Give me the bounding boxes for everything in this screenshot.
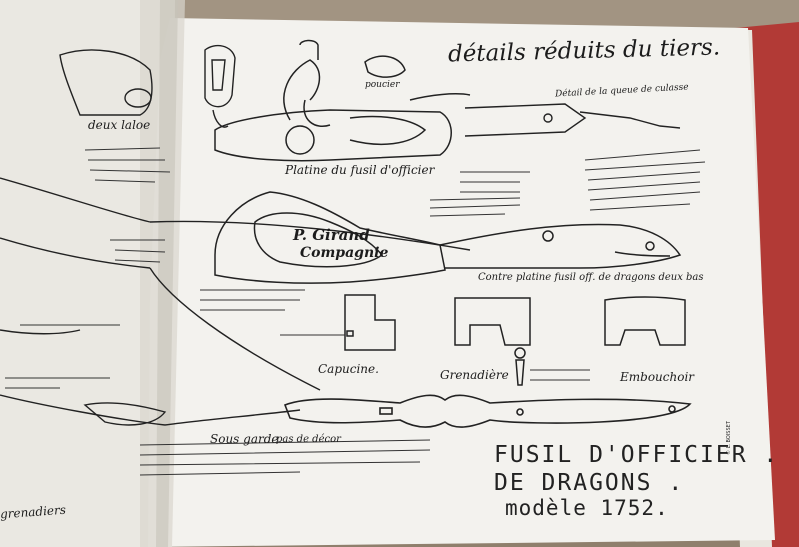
corner-note: © L. BOISSET bbox=[726, 421, 732, 455]
frizzen-drawing bbox=[204, 44, 236, 128]
lock-plate-drawing bbox=[214, 39, 471, 162]
contre-platine-drawing bbox=[439, 223, 682, 269]
crescent-drawing bbox=[364, 55, 406, 78]
sous-garde-drawing bbox=[283, 394, 692, 428]
engraving-line1: P. Girand bbox=[293, 226, 370, 244]
caption-sous-garde-note: pas de décor bbox=[276, 434, 341, 445]
caption-capucine: Capucine. bbox=[318, 362, 379, 376]
engraving-line2: Compagnie bbox=[300, 245, 389, 261]
left-handwriting bbox=[5, 147, 171, 389]
capucine-drawing bbox=[344, 294, 396, 351]
caption-poucier: poucier bbox=[365, 80, 400, 90]
plate-title-line1: FUSIL D'OFFICIER . bbox=[494, 442, 780, 468]
caption-platine: Platine du fusil d'officier bbox=[285, 163, 435, 177]
caption-grenadiere: Grenadière bbox=[440, 368, 509, 382]
plate-title-line2: DE DRAGONS . bbox=[494, 470, 685, 496]
plate-title-line3: modèle 1752. bbox=[505, 496, 669, 520]
caption-embouchoir: Embouchoir bbox=[620, 370, 695, 384]
left-page bbox=[0, 0, 175, 547]
caption-deux-laloe: deux laloe bbox=[88, 118, 151, 132]
grenadiere-drawing bbox=[454, 297, 531, 386]
right-handwriting bbox=[139, 149, 706, 476]
caption-contre-platine: Contre platine fusil off. de dragons deu… bbox=[478, 272, 704, 283]
tang-drawing bbox=[464, 103, 681, 137]
embouchoir-drawing bbox=[604, 296, 686, 346]
side-plate-drawing bbox=[214, 191, 446, 284]
right-page bbox=[148, 18, 775, 547]
caption-sous-garde: Sous garde bbox=[210, 432, 279, 446]
